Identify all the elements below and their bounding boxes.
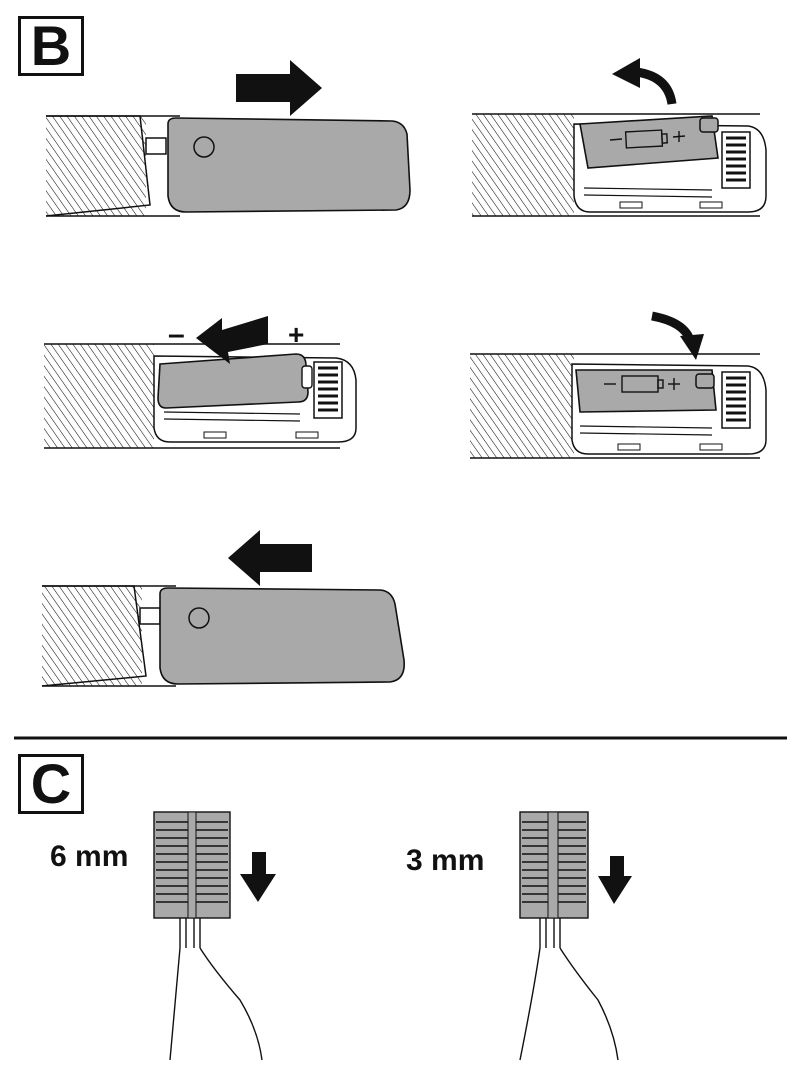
curved-arrow-icon xyxy=(651,311,704,360)
handle-grip xyxy=(470,354,574,458)
cover-screw-mark xyxy=(193,136,215,158)
section-b-label: B xyxy=(18,16,84,76)
step-open-cover xyxy=(45,60,411,217)
battery-cover xyxy=(167,117,411,213)
trimmer-head xyxy=(519,918,619,1061)
arrow-left-icon xyxy=(228,530,312,586)
battery-lid xyxy=(575,369,717,413)
step-insert-battery: – + xyxy=(44,316,357,449)
comb-length-label-6mm: 6 mm xyxy=(50,840,129,873)
handle-grip xyxy=(472,114,574,216)
arrow-down-icon xyxy=(240,852,276,902)
cover-latch xyxy=(139,607,161,625)
arrow-right-icon xyxy=(236,60,322,116)
contact-spring xyxy=(721,131,751,189)
trimmer-head xyxy=(169,918,263,1061)
comb-attachment-6mm xyxy=(153,811,276,1061)
step-close-cover xyxy=(41,530,406,687)
battery-cover xyxy=(159,587,406,685)
contact-spring xyxy=(313,361,343,419)
cover-screw-mark xyxy=(188,607,210,629)
arrow-down-icon xyxy=(598,856,632,904)
plus-sign: + xyxy=(288,319,304,350)
handle-grip xyxy=(42,586,142,686)
comb-length-label-3mm: 3 mm xyxy=(406,844,485,877)
battery-icon xyxy=(604,375,680,393)
arrow-left-icon xyxy=(196,316,268,364)
battery-cover-lifted xyxy=(579,115,719,169)
minus-sign: – xyxy=(168,318,185,351)
step-close-battery-lid xyxy=(470,311,767,459)
handle-grip xyxy=(44,344,154,448)
contact-spring xyxy=(721,371,751,429)
cover-latch xyxy=(145,137,167,155)
curved-arrow-icon xyxy=(612,58,677,105)
battery-icon xyxy=(609,129,686,149)
aa-battery xyxy=(157,353,309,409)
step-remove-battery xyxy=(472,58,767,217)
comb-attachment-3mm xyxy=(519,811,632,1061)
handle-grip xyxy=(46,116,146,216)
section-c-label: C xyxy=(18,754,84,814)
